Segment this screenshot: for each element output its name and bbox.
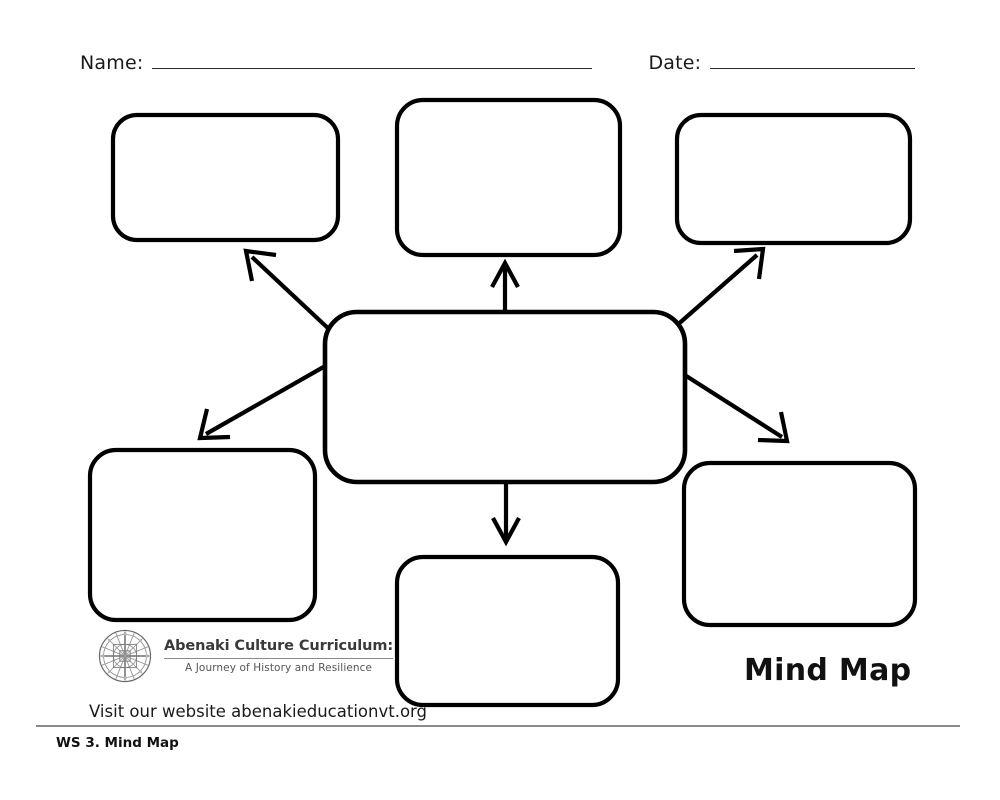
date-input-line[interactable] [710, 53, 916, 69]
abenaki-medallion-emblem [98, 629, 152, 683]
header-fields-row: Name: Date: [80, 52, 930, 82]
branch-node-bottom-right[interactable] [681, 460, 918, 628]
website-line: Visit our website abenakieducationvt.org [89, 702, 428, 721]
branch-node-bottom-center[interactable] [394, 554, 621, 708]
connector-center-to-bottom-center [491, 482, 521, 547]
connector-center-to-top-center [490, 258, 520, 312]
brand-logo-lockup: Abenaki Culture Curriculum: A Journey of… [96, 627, 393, 685]
date-field-group: Date: [648, 52, 916, 74]
node-layer [87, 97, 918, 708]
brand-title: Abenaki Culture Curriculum: [164, 637, 394, 654]
connector-center-to-top-left [243, 248, 333, 333]
branch-node-top-center[interactable] [394, 97, 623, 258]
worksheet-footer-label: WS 3. Mind Map [56, 735, 179, 751]
name-label: Name: [80, 52, 144, 74]
brand-logo-text: Abenaki Culture Curriculum: A Journey of… [164, 638, 393, 675]
connector-center-to-top-right [673, 246, 766, 329]
connector-layer [197, 246, 790, 547]
branch-node-top-right[interactable] [674, 112, 913, 246]
brand-divider [164, 657, 394, 659]
footer-divider [36, 725, 960, 727]
center-node[interactable] [322, 309, 688, 485]
name-field-group: Name: [80, 52, 593, 74]
name-input-line[interactable] [152, 53, 593, 69]
connector-center-to-bottom-right [678, 370, 790, 444]
diagram-title: Mind Map [744, 653, 912, 688]
branch-node-bottom-left[interactable] [87, 447, 318, 623]
date-label: Date: [648, 52, 702, 74]
connector-center-to-bottom-left [197, 363, 329, 441]
branch-node-top-left[interactable] [110, 112, 341, 243]
brand-tagline: A Journey of History and Resilience [185, 661, 373, 674]
